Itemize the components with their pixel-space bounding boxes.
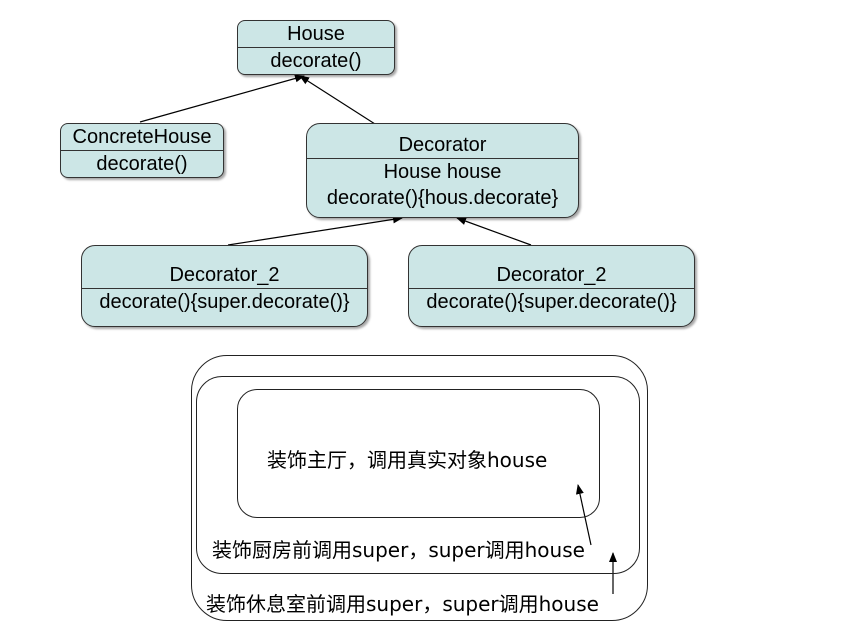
decorator2-left-to-decorator-line bbox=[227, 215, 403, 246]
class-decorator: Decorator House house decorate(){hous.de… bbox=[306, 123, 579, 218]
class-concrete-house-name: ConcreteHouse bbox=[72, 126, 212, 148]
class-decorator-method: decorate(){hous.decorate} bbox=[326, 187, 559, 209]
inner-frame bbox=[237, 389, 600, 518]
class-house-method: decorate() bbox=[238, 47, 394, 74]
inner-call-text: 装饰主厅，调用真实对象house bbox=[267, 448, 548, 472]
outer-call-text: 装饰休息室前调用super，super调用house bbox=[206, 592, 599, 616]
class-decorator-2-right-name: Decorator_2 bbox=[496, 264, 607, 286]
class-decorator-2-left-method: decorate(){super.decorate()} bbox=[82, 288, 367, 315]
concrete-to-house-line bbox=[139, 74, 305, 123]
class-decorator-2-left-name: Decorator_2 bbox=[169, 264, 280, 286]
class-decorator-2-right: Decorator_2 decorate(){super.decorate()} bbox=[408, 245, 695, 327]
class-decorator-name: Decorator bbox=[398, 134, 487, 156]
decorator2-right-to-decorator-line bbox=[456, 217, 532, 246]
middle-frame bbox=[196, 376, 640, 574]
decorator-to-house-line bbox=[299, 75, 376, 125]
class-decorator-2-left: Decorator_2 decorate(){super.decorate()} bbox=[81, 245, 368, 327]
middle-call-text: 装饰厨房前调用super，super调用house bbox=[212, 538, 585, 562]
class-decorator-field: House house bbox=[307, 158, 578, 185]
outer-frame bbox=[191, 355, 648, 621]
class-house: House decorate() bbox=[237, 20, 395, 75]
class-concrete-house: ConcreteHouse decorate() bbox=[60, 123, 224, 178]
class-concrete-house-method: decorate() bbox=[61, 150, 223, 177]
class-decorator-2-right-method: decorate(){super.decorate()} bbox=[409, 288, 694, 315]
class-house-name: House bbox=[287, 23, 345, 45]
